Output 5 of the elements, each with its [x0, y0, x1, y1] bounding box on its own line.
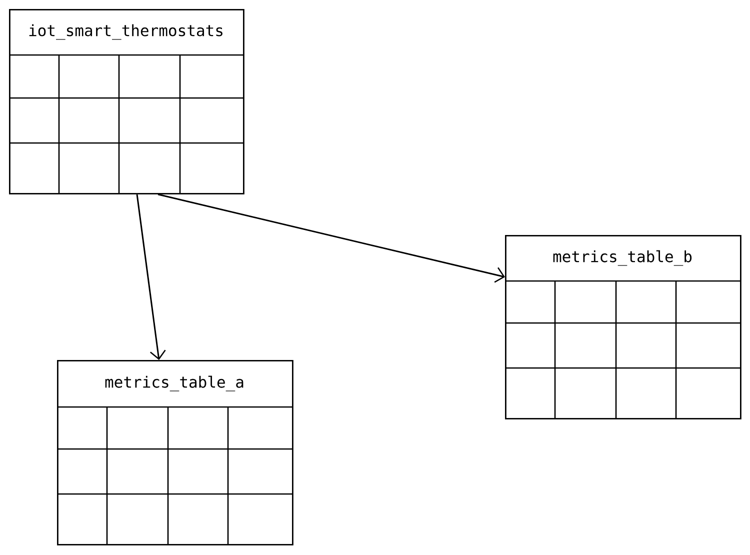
table-title: metrics_table_a	[105, 376, 244, 392]
arrow	[136, 194, 166, 360]
table-title: iot_smart_thermostats	[29, 24, 222, 40]
arrow	[158, 194, 505, 283]
table-title: metrics_table_b	[553, 250, 692, 266]
